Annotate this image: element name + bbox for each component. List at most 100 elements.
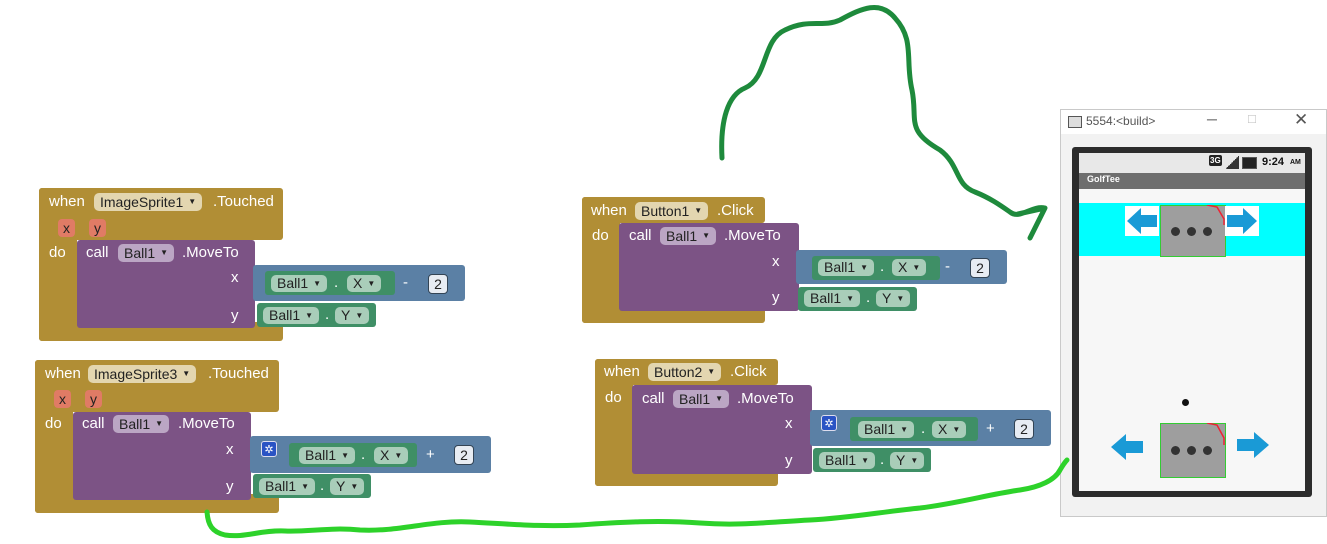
- maximize-icon[interactable]: □: [1248, 111, 1256, 126]
- getter-property: Y: [896, 452, 906, 468]
- dropdown-arrow-icon: ▼: [394, 450, 403, 460]
- getter-property: X: [353, 275, 363, 291]
- number-2[interactable]: 2: [454, 445, 474, 465]
- minimize-icon[interactable]: ─: [1207, 111, 1217, 127]
- getter-component-dropdown[interactable]: Ball1▼: [299, 447, 356, 464]
- tee-dot: [1187, 227, 1196, 236]
- dropdown-arrow-icon: ▼: [694, 206, 703, 215]
- arg-y-label: y: [231, 307, 239, 324]
- do-label: do: [49, 244, 66, 261]
- arg-x-label: x: [226, 441, 234, 458]
- getter-property-dropdown[interactable]: Y▼: [335, 307, 370, 324]
- dot: .: [880, 258, 885, 275]
- when-label: when: [45, 365, 81, 382]
- tee-corner-bottom: [1206, 423, 1225, 445]
- dropdown-arrow-icon: ▼: [367, 278, 376, 288]
- dropdown-arrow-icon: ▼: [155, 419, 164, 428]
- dropdown-arrow-icon: ▼: [900, 424, 909, 434]
- param-y[interactable]: y: [85, 390, 102, 408]
- getter-component-dropdown[interactable]: Ball1▼: [858, 421, 915, 438]
- mutator-gear-icon[interactable]: ✲: [261, 441, 277, 457]
- dot: .: [880, 451, 885, 468]
- block-button1-click[interactable]: when Button1▼ .Click do call Ball1▼ .Mov…: [582, 197, 799, 323]
- left-arrow-icon[interactable]: [1111, 433, 1143, 461]
- event-name: .Click: [730, 363, 767, 380]
- dropdown-arrow-icon: ▼: [305, 310, 314, 320]
- component-name: Button1: [641, 202, 690, 219]
- network-3g-badge: 3G: [1209, 155, 1222, 166]
- component-name: ImageSprite3: [94, 365, 178, 382]
- block-imagesprite1-touched[interactable]: when ImageSprite1▼ .Touched x y do call …: [39, 188, 465, 341]
- block-imagesprite3-touched[interactable]: when ImageSprite3▼ .Touched x y do call …: [35, 360, 491, 513]
- number-2[interactable]: 2: [970, 258, 990, 278]
- getter-property-dropdown[interactable]: Y▼: [330, 478, 365, 495]
- getter-property: Y: [341, 307, 351, 323]
- ball-dropdown[interactable]: Ball1▼: [118, 244, 175, 262]
- signal-icon: [1225, 156, 1239, 169]
- getter-property-dropdown[interactable]: Y▼: [890, 452, 925, 469]
- dropdown-arrow-icon: ▼: [912, 262, 921, 272]
- getter-component-dropdown[interactable]: Ball1▼: [259, 478, 316, 495]
- param-x[interactable]: x: [54, 390, 71, 408]
- event-name: .Touched: [208, 365, 269, 382]
- minus-operator: -: [403, 274, 408, 291]
- number-2[interactable]: 2: [428, 274, 448, 294]
- ball-dropdown[interactable]: Ball1 ▼: [113, 415, 170, 433]
- window-title: 5554:<build>: [1086, 114, 1156, 128]
- method-name: .MoveTo: [182, 244, 239, 261]
- getter-property-dropdown[interactable]: X▼: [932, 421, 967, 438]
- app-titlebar: [1079, 173, 1305, 189]
- window-app-icon: [1068, 116, 1082, 128]
- method-name: .MoveTo: [178, 415, 235, 432]
- dropdown-arrow-icon: ▼: [702, 231, 711, 240]
- ball-name: Ball1: [679, 390, 711, 407]
- component-dropdown[interactable]: ImageSprite1▼: [94, 193, 203, 211]
- ball-dropdown[interactable]: Ball1▼: [660, 227, 717, 245]
- component-dropdown[interactable]: Button2▼: [648, 363, 722, 381]
- getter-component-dropdown[interactable]: Ball1▼: [271, 275, 328, 292]
- getter-component-dropdown[interactable]: Ball1▼: [804, 290, 861, 307]
- dropdown-arrow-icon: ▼: [160, 248, 169, 257]
- ball-dropdown[interactable]: Ball1 ▼: [673, 390, 730, 408]
- getter-component-dropdown[interactable]: Ball1▼: [819, 452, 876, 469]
- call-label: call: [629, 227, 652, 244]
- getter-property-dropdown[interactable]: X▼: [892, 259, 927, 276]
- getter-property-dropdown[interactable]: X▼: [347, 275, 382, 292]
- getter-property: Y: [882, 290, 892, 306]
- param-y[interactable]: y: [89, 219, 106, 237]
- getter-property-dropdown[interactable]: Y▼: [876, 290, 911, 307]
- param-x[interactable]: x: [58, 219, 75, 237]
- close-icon[interactable]: ✕: [1294, 110, 1309, 129]
- do-label: do: [45, 415, 62, 432]
- when-label: when: [604, 363, 640, 380]
- component-dropdown[interactable]: Button1 ▼: [635, 202, 709, 220]
- number-2[interactable]: 2: [1014, 419, 1034, 439]
- ball[interactable]: [1182, 399, 1189, 406]
- ball-name: Ball1: [119, 415, 151, 432]
- component-dropdown[interactable]: ImageSprite3▼: [88, 365, 197, 383]
- event-side: [39, 188, 77, 341]
- battery-icon: [1242, 157, 1257, 169]
- getter-component-dropdown[interactable]: Ball1▼: [818, 259, 875, 276]
- getter-property: X: [938, 421, 948, 437]
- right-arrow-icon[interactable]: [1237, 431, 1269, 459]
- when-label: when: [49, 193, 85, 210]
- dropdown-arrow-icon: ▼: [715, 394, 724, 403]
- event-side: [582, 197, 620, 323]
- mutator-gear-icon[interactable]: ✲: [821, 415, 837, 431]
- app-title: GolfTee: [1087, 174, 1120, 184]
- block-button2-click[interactable]: when Button2▼ .Click do call Ball1▼ .Mov…: [595, 359, 812, 486]
- getter-component-dropdown[interactable]: Ball1▼: [263, 307, 320, 324]
- dropdown-arrow-icon: ▼: [846, 293, 855, 303]
- right-arrow-icon: [1227, 208, 1257, 234]
- event-name: .Touched: [213, 193, 274, 210]
- arg-y-label: y: [772, 289, 780, 306]
- plus-operator: +: [426, 446, 435, 463]
- dropdown-arrow-icon: ▼: [860, 262, 869, 272]
- event-name: .Click: [717, 202, 754, 219]
- emulator-window[interactable]: 5554:<build> ─ □ ✕ 3G 9:24 AM GolfTee: [1060, 109, 1327, 517]
- left-arrow-icon: [1127, 208, 1157, 234]
- getter-component: Ball1: [265, 478, 297, 494]
- getter-property-dropdown[interactable]: X▼: [374, 447, 409, 464]
- window-titlebar[interactable]: [1061, 110, 1326, 134]
